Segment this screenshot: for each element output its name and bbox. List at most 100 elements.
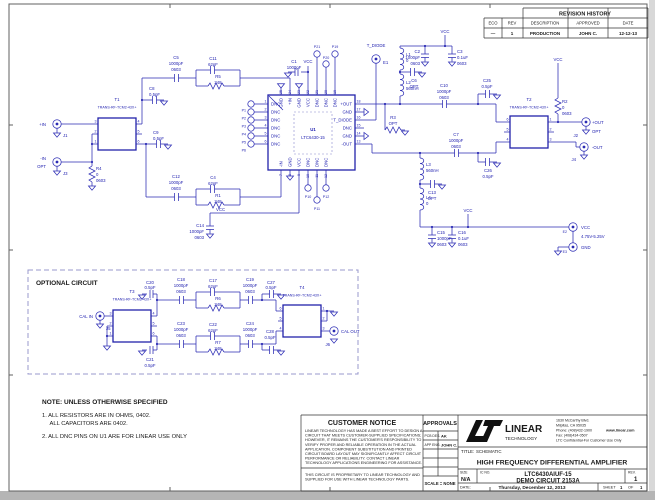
rev-col-desc: DESCRIPTION bbox=[531, 21, 560, 26]
logo-t-mark bbox=[480, 420, 503, 442]
sheet-number: 1 bbox=[620, 485, 623, 490]
c13-ref: C13 bbox=[428, 190, 436, 195]
c19-ref: C19 bbox=[246, 277, 254, 282]
u1-pin-7: 7 bbox=[279, 174, 283, 176]
c24-ref: C24 bbox=[246, 321, 254, 326]
notice-line: APPLICATION. COMPONENT SUBSTITUTION AND … bbox=[305, 447, 412, 451]
c5-ref: C5 bbox=[173, 55, 179, 60]
u1-lbl-t-pin: +IN bbox=[288, 98, 293, 105]
optional-circuit: OPTIONAL CIRCUIT CAL IN J5 T3 TRANS-RF-T… bbox=[27, 269, 360, 375]
u1-pin-15: 15 bbox=[357, 124, 361, 128]
c7-ref: C7 bbox=[453, 132, 459, 137]
l1-ref: L1 bbox=[406, 52, 411, 57]
t2-pin4: 4 bbox=[507, 138, 509, 142]
u1-pin-8: 8 bbox=[288, 174, 292, 176]
title-block: CUSTOMER NOTICE LINEAR TECHNOLOGY HAS MA… bbox=[300, 414, 648, 492]
connector-j4: -OUT J4 bbox=[571, 142, 603, 162]
u1-ic: U1 LTC6430-15 1 2 3 4 5 6 DNC DNC DNC DN… bbox=[265, 83, 369, 181]
notice-foot-line: SUPPLIED FOR USE WITH LINEAR TECHNOLOGY … bbox=[305, 478, 409, 482]
t4-ref: T4 bbox=[299, 285, 305, 290]
u1-lbl-dnc15: DNC bbox=[343, 126, 352, 131]
r4-size: 0603 bbox=[96, 178, 106, 183]
r1-ref: R1 bbox=[215, 193, 221, 198]
c26-ref: C26 bbox=[484, 168, 492, 173]
u1-lbl-t-dnc21: DNC bbox=[315, 98, 320, 107]
t3-pin3: 3 bbox=[110, 312, 112, 316]
t3-pin5: 5 bbox=[153, 322, 155, 326]
c28-ref: C28 bbox=[266, 329, 274, 334]
j3-opt-label: OPT bbox=[37, 164, 46, 169]
t1-pin4: 4 bbox=[138, 120, 140, 124]
c21-ref: C21 bbox=[146, 357, 154, 362]
vcc-label-mid: VCC bbox=[216, 207, 225, 212]
cap-c4-res-r1: C4 62pF R1 348 bbox=[205, 175, 225, 209]
c22-value: 62pF bbox=[208, 328, 218, 333]
u1-lbl-b-vcc: VCC bbox=[297, 158, 302, 167]
u1-lbl-dnc3: DNC bbox=[271, 118, 280, 123]
j4-ref-label: J4 bbox=[571, 157, 576, 162]
cap-c24: C24 1000pF 0603 bbox=[243, 321, 258, 349]
cap-c22-res-r7: C22 62pF R7 348 bbox=[205, 322, 225, 356]
t2-pin6: 6 bbox=[507, 118, 509, 122]
of-number: 1 bbox=[640, 485, 643, 490]
r7-ref: R7 bbox=[215, 340, 221, 345]
scale-label: SCALE = NONE bbox=[424, 481, 455, 486]
u1-pin-9: 9 bbox=[297, 174, 301, 176]
rev-val-desc: PRODUCTION bbox=[530, 31, 560, 36]
rev-table-grid bbox=[483, 7, 649, 39]
c17-value: 62pF bbox=[208, 284, 218, 289]
e2-voltage-label: 4.75V-5.25V bbox=[581, 234, 605, 239]
optional-circuit-outline bbox=[27, 269, 359, 375]
p2-label: P2 bbox=[242, 117, 246, 121]
c2-ref: C2 bbox=[415, 49, 421, 54]
addr-fax: Fax: (408)434-0507 bbox=[556, 434, 588, 438]
u1-pin-3: 3 bbox=[265, 116, 267, 120]
u1-lbl-b-dnc11: DNC bbox=[315, 158, 320, 167]
linear-logo: LINEAR TECHNOLOGY bbox=[466, 420, 543, 442]
vcc-rail-bottom: C15 1000pF 0603 C16 0.1uF 0603 VCC bbox=[427, 208, 473, 248]
r4-value: 0 bbox=[96, 172, 99, 177]
u1-lbl-b-gnd: GND bbox=[288, 157, 293, 167]
t4-part: TRANS-RF-TCM2-43X+ bbox=[283, 294, 322, 298]
notice-line: LINEAR TECHNOLOGY HAS MADE A BEST EFFORT… bbox=[305, 429, 423, 433]
title-label: TITLE: bbox=[461, 449, 474, 454]
r6-ref: R6 bbox=[215, 296, 221, 301]
junction-dots bbox=[90, 44, 560, 229]
u1-pin-23: 23 bbox=[297, 90, 301, 94]
e3-signal-label: GND bbox=[581, 245, 591, 250]
schematic-label: SCHEMATIC bbox=[476, 449, 502, 454]
app-eng-label: APP ENG. bbox=[425, 443, 441, 447]
u1-pin-16: 16 bbox=[357, 116, 361, 120]
date-label: DATE: bbox=[460, 486, 471, 490]
cap-c21: C21 0.5pF bbox=[138, 350, 156, 368]
t2-pin2: 2 bbox=[550, 128, 552, 132]
c3-size: 0603 bbox=[457, 61, 467, 66]
app-eng-value: JOHN C. bbox=[441, 443, 457, 448]
vcc-label-r2: VCC bbox=[553, 57, 562, 62]
u1-pin-17: 17 bbox=[357, 108, 361, 112]
j2-ref-label: J2 bbox=[573, 133, 578, 138]
l3-value: 560nH bbox=[426, 168, 439, 173]
u1-lbl-b-dnc12: DNC bbox=[324, 158, 329, 167]
u1-lbl-dnc4: DNC bbox=[271, 126, 280, 131]
j5-signal-label: CAL IN bbox=[79, 314, 93, 319]
notes-title: NOTE: UNLESS OTHERWISE SPECIFIED bbox=[42, 399, 168, 406]
vcc-label-top: VCC bbox=[440, 29, 449, 34]
pcb-des-value: AK bbox=[441, 434, 447, 439]
c16-value: 0.1uF bbox=[458, 236, 469, 241]
u1-pin1-marker bbox=[268, 95, 284, 111]
c9-ref: C9 bbox=[153, 130, 159, 135]
c1-ref: C1 bbox=[291, 59, 297, 64]
u1-pin-10: 10 bbox=[306, 174, 310, 178]
u1-pin-14: 14 bbox=[357, 132, 361, 136]
c27-value: 0.5pF bbox=[266, 285, 277, 290]
c27-ref: C27 bbox=[267, 280, 275, 285]
u1-pin-2: 2 bbox=[265, 108, 267, 112]
c23-ref: C23 bbox=[177, 321, 185, 326]
c8-ref: C8 bbox=[149, 86, 155, 91]
u1-pin-5: 5 bbox=[265, 132, 267, 136]
rev-val-date: 12-12-13 bbox=[619, 31, 638, 36]
u1-lbl-t-gnd23: GND bbox=[297, 98, 302, 108]
logo-l-mark bbox=[466, 420, 484, 442]
